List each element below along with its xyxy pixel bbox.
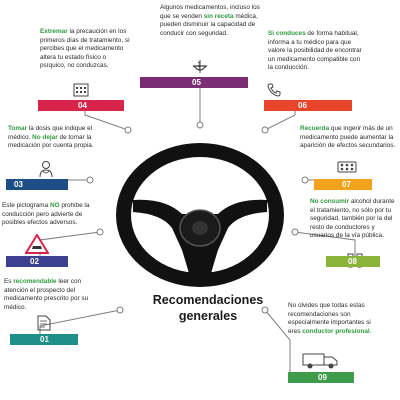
item-09-bar: 09 — [288, 372, 354, 383]
item-07-bar: 07 — [314, 179, 372, 190]
pharmacy-icon — [193, 60, 207, 73]
item-08-text: No consumir alcohol durante el tratamien… — [310, 198, 395, 240]
pills-icon — [337, 161, 357, 173]
document-icon — [37, 315, 51, 331]
item-03-bar: 03 — [6, 179, 68, 190]
item-09-text: No olvides que todas estas recomendacion… — [288, 302, 372, 335]
steering-wheel-icon — [116, 143, 284, 287]
calendar-icon — [73, 83, 89, 97]
phone-doctor-icon — [267, 83, 281, 97]
item-06-text: Si conduces de forma habitual, informa a… — [268, 30, 362, 72]
item-07-text: Recuerda que ingerir más de un medicamen… — [300, 125, 396, 150]
car-warning-icon — [25, 234, 49, 254]
item-02-text: Este pictograma NO prohibe la conducción… — [2, 202, 90, 227]
item-04-bar: 04 — [38, 100, 124, 111]
item-04-text: Extremar la precaución en los primeros d… — [40, 28, 130, 70]
item-03-text: Tomar la dosis que indique el médico. No… — [8, 125, 94, 150]
item-08-bar: 08 — [326, 256, 380, 267]
item-01-text: Es recomendable leer con atención el pro… — [4, 278, 89, 311]
item-06-bar: 06 — [264, 100, 352, 111]
item-02-bar: 02 — [6, 256, 68, 267]
truck-icon — [302, 353, 338, 369]
item-05-text: Algunos medicamentos, incluso los que se… — [160, 4, 260, 37]
doctor-icon — [39, 161, 53, 178]
item-01-bar: 01 — [10, 334, 78, 345]
item-05-bar: 05 — [140, 77, 248, 88]
page-title: Recomendaciones generales — [152, 293, 264, 323]
